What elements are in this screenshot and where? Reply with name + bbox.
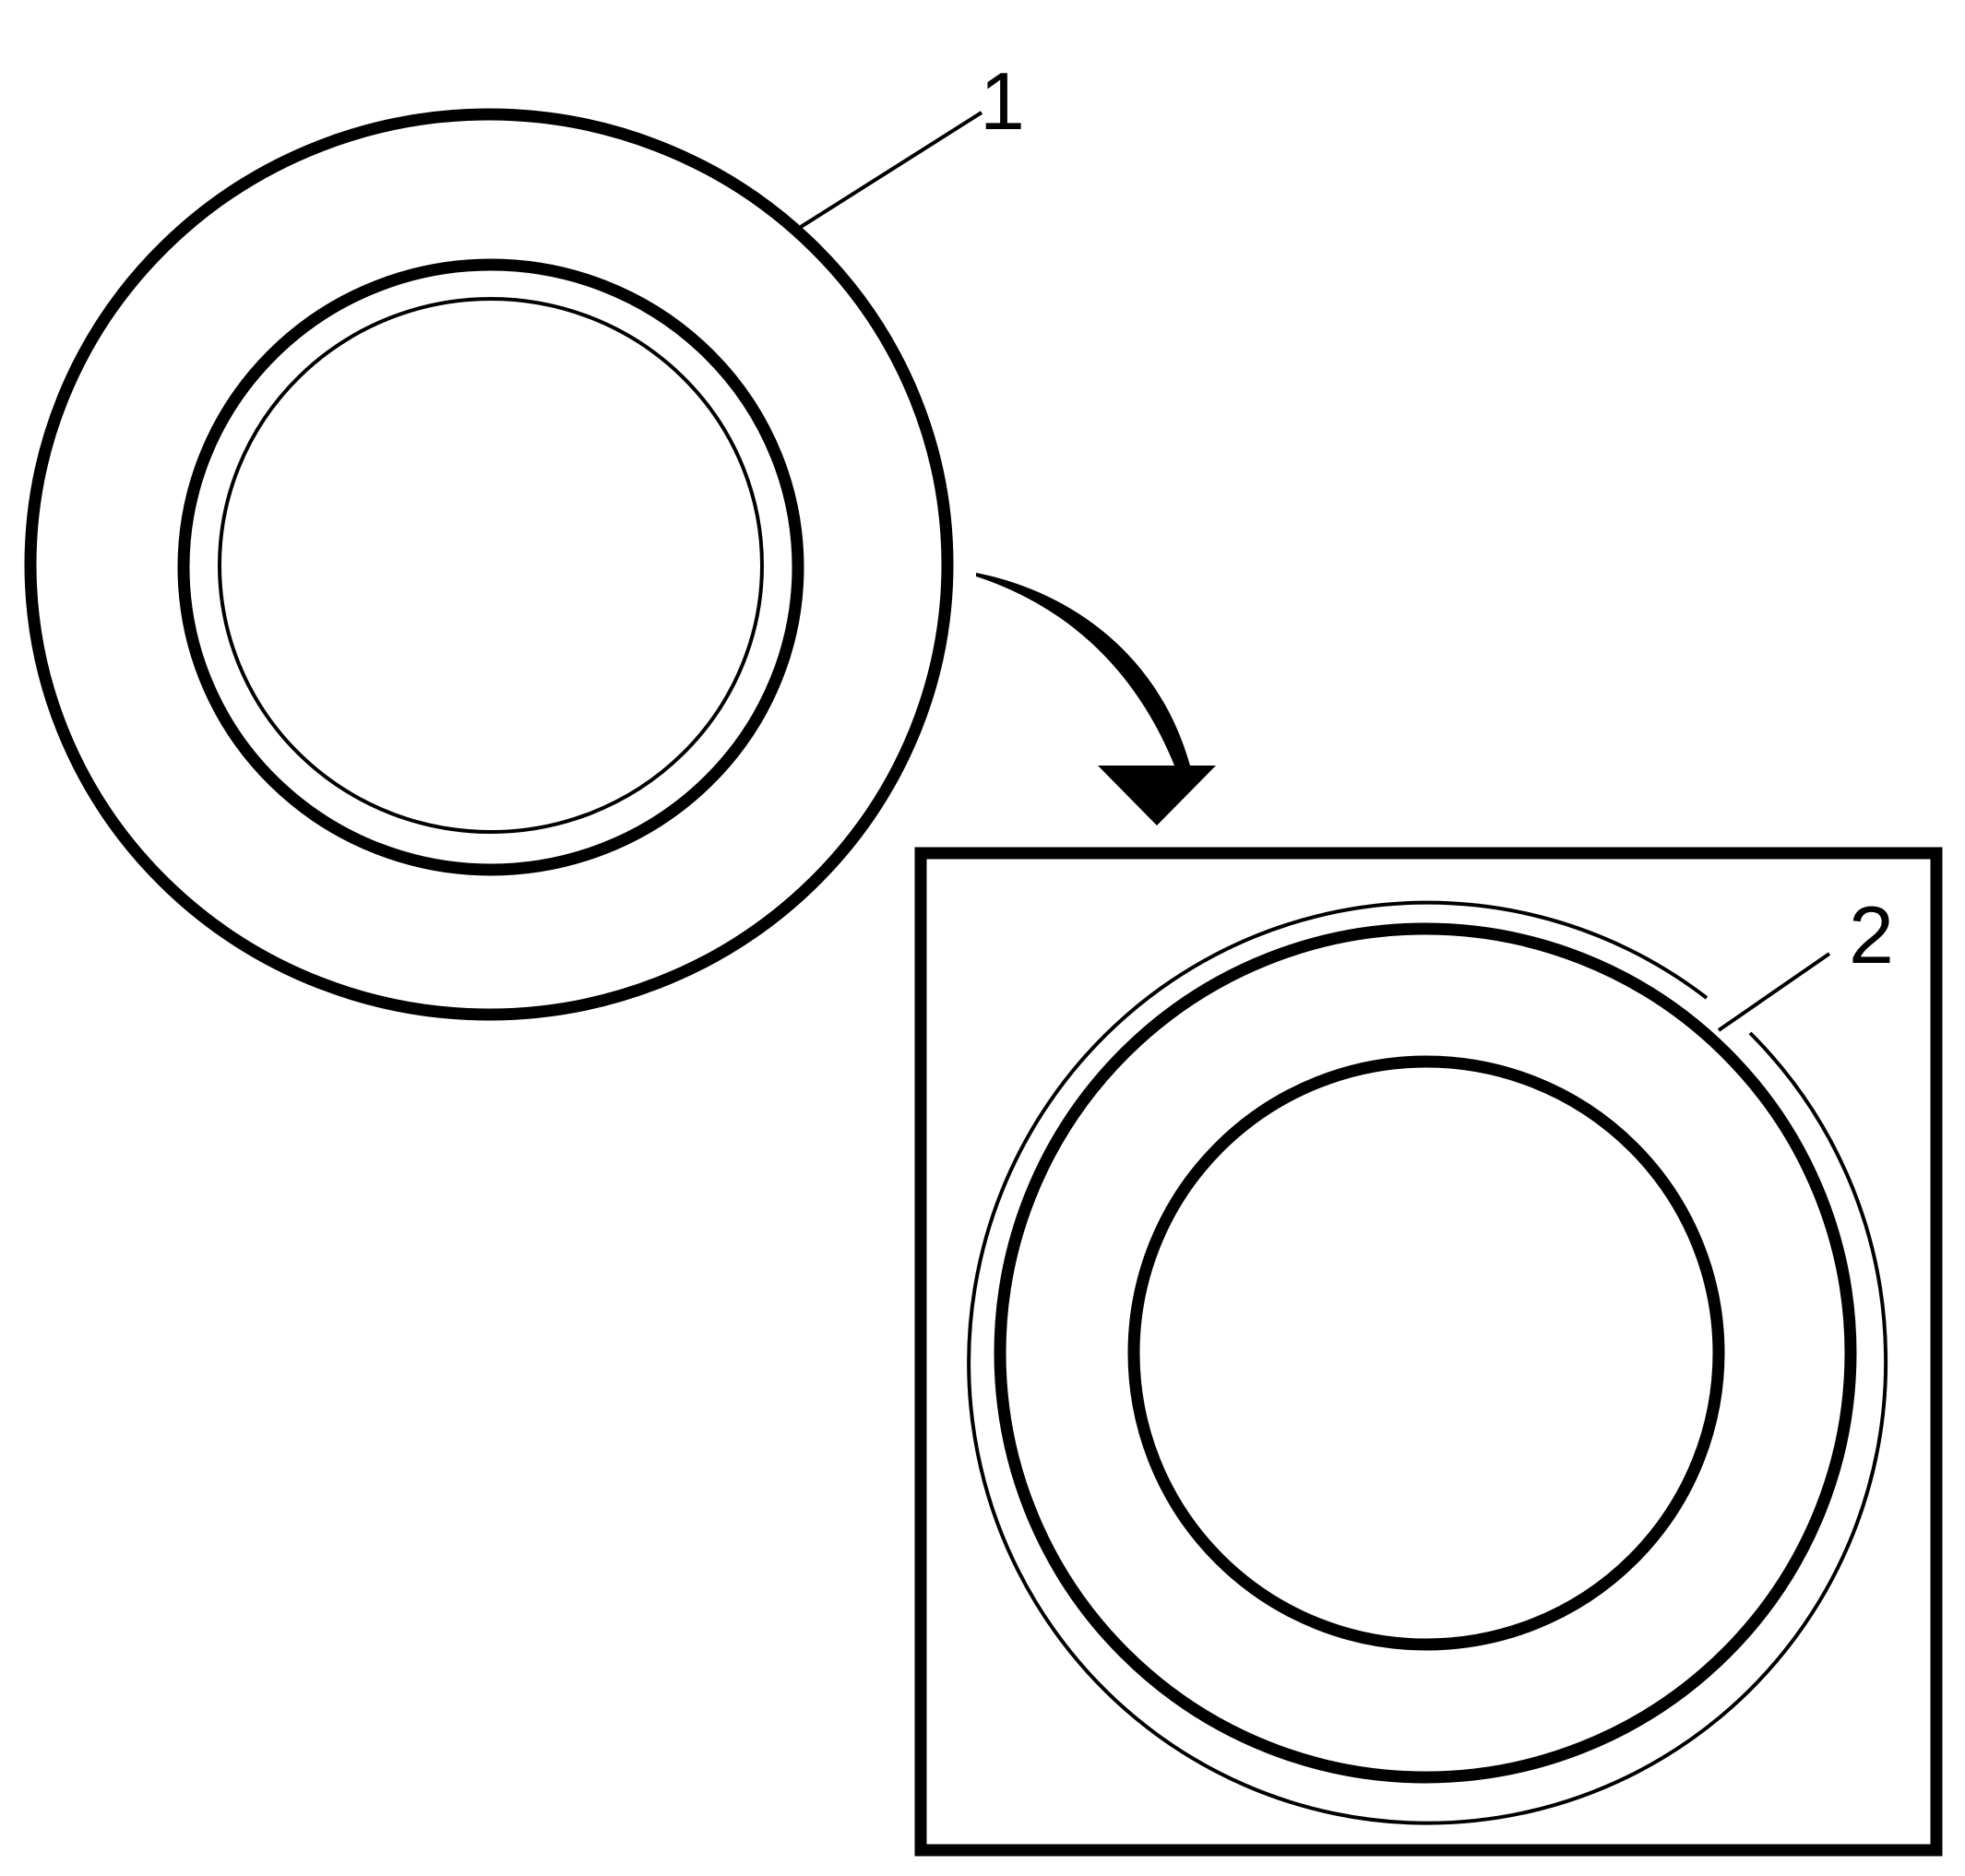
callout-2: 2	[1717, 889, 1894, 1032]
arrow-shaft	[976, 573, 1190, 770]
ring-2-inner-edge	[1127, 1055, 1725, 1651]
callout-1-label: 1	[980, 55, 1025, 147]
arrow-head	[1098, 766, 1216, 825]
callout-1-leader-line	[799, 111, 983, 229]
ring-2-thin-outer-edge-left	[967, 900, 1888, 1825]
callout-2-label: 2	[1849, 889, 1894, 980]
ring-1-outer-edge	[24, 108, 954, 1021]
ring-1-lip	[218, 297, 764, 834]
callout-1: 1	[799, 55, 1025, 229]
ring-2-thin-outer-edge-right	[1748, 1031, 1888, 1354]
install-arrow	[976, 573, 1216, 825]
callout-2-leader-line	[1717, 952, 1831, 1032]
installed-view-frame	[914, 847, 1943, 1857]
ring-2-thick-outer-edge	[994, 922, 1857, 1784]
installed-ring-part-2	[967, 900, 1888, 1825]
ring-part-1	[24, 108, 954, 1021]
ring-1-inner-edge	[177, 258, 804, 876]
